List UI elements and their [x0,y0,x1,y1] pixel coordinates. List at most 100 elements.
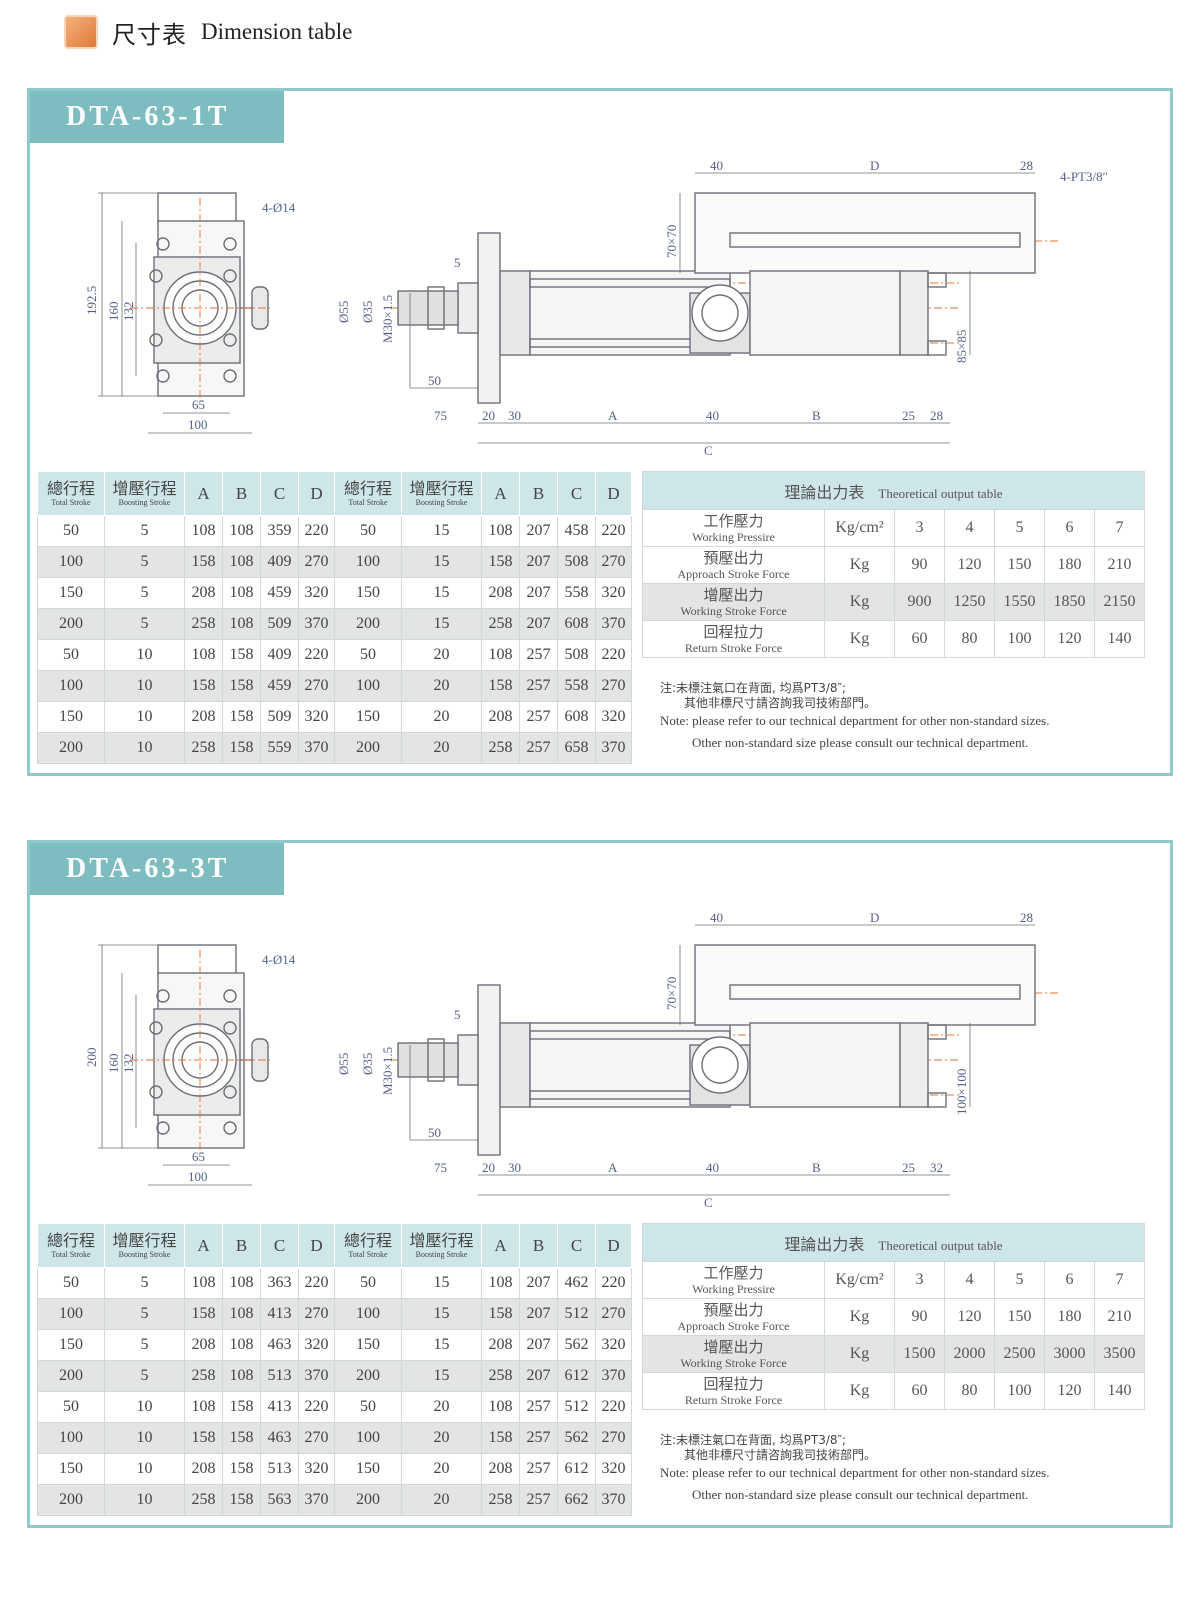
dim-50-label: 50 [428,373,441,388]
table-cell: 10 [104,701,185,733]
table-cell: 20 [401,732,482,764]
table-cell: 562 [557,1329,596,1361]
output-title-cn: 理論出力表 [784,1234,865,1254]
table-cell: 258 [184,608,223,640]
page-title-en: Dimension table [201,19,353,44]
table-cell: 50 [334,1391,402,1423]
table-cell: 15 [401,1298,482,1330]
table-cell: 370 [298,1484,335,1516]
dim-20-label: 20 [482,408,495,423]
approach-unit: Kg [824,546,895,584]
dim-25-label: 25 [902,1160,915,1175]
pressure-value: 6 [1044,1261,1095,1299]
table-cell: 100 [334,1298,402,1330]
table-cell: 108 [222,608,261,640]
return-value: 140 [1094,1372,1145,1410]
header-b: B [222,1223,261,1268]
table-cell: 462 [557,1267,596,1299]
pressure-unit: Kg/cm² [824,509,895,547]
dim-a-label: A [608,408,618,423]
return-value: 80 [944,1372,995,1410]
table-cell: 108 [222,1360,261,1392]
model-panel-dta-63-1t: DTA-63-1T [27,88,1173,776]
table-cell: 208 [184,1329,223,1361]
side-view [397,924,1036,1196]
table-cell: 15 [401,515,482,547]
return-value: 80 [944,620,995,658]
table-cell: 100 [37,546,105,578]
dim-160-label: 160 [106,302,121,322]
dim-c-label: C [704,1195,713,1210]
header-a: A [481,1223,520,1268]
table-cell: 658 [557,732,596,764]
output-title-cn: 理論出力表 [784,482,865,502]
table-cell: 5 [104,608,185,640]
approach-unit: Kg [824,1298,895,1336]
pressure-value: 4 [944,1261,995,1299]
table-cell: 370 [298,1360,335,1392]
pressure-value: 5 [994,509,1045,547]
table-cell: 258 [184,732,223,764]
dim-35-label: Ø35 [360,1053,375,1075]
table-cell: 108 [222,577,261,609]
table-cell: 363 [260,1267,299,1299]
table-cell: 207 [519,1267,558,1299]
table-cell: 150 [334,1329,402,1361]
table-cell: 320 [298,1329,335,1361]
table-cell: 150 [37,701,105,733]
table-cell: 108 [481,1267,520,1299]
table-cell: 108 [222,1329,261,1361]
table-cell: 270 [595,546,632,578]
dim-40-label: 40 [710,158,723,173]
return-unit: Kg [824,1372,895,1410]
model-name: DTA-63-3T [66,853,230,884]
table-cell: 370 [595,1484,632,1516]
approach-value: 120 [944,546,995,584]
dim-100-label: 100 [188,417,208,432]
table-cell: 108 [184,1267,223,1299]
table-cell: 100 [37,1422,105,1454]
dim-28-label: 28 [1020,158,1033,173]
return-value: 140 [1094,620,1145,658]
table-cell: 558 [557,670,596,702]
table-cell: 512 [557,1391,596,1423]
pressure-value: 7 [1094,509,1145,547]
table-cell: 158 [184,670,223,702]
table-cell: 158 [222,1391,261,1423]
table-cell: 270 [298,1422,335,1454]
table-cell: 257 [519,701,558,733]
table-cell: 413 [260,1298,299,1330]
note-cn-line1: 注:未標注氣口在背面, 均爲PT3/8″; [660,681,847,695]
working-value: 3500 [1094,1335,1145,1373]
table-cell: 220 [595,1267,632,1299]
front-view [98,192,269,434]
table-cell: 10 [104,732,185,764]
dim-square-label: 100×100 [954,1069,969,1115]
header-d: D [298,1223,335,1268]
table-cell: 320 [298,577,335,609]
working-value: 2000 [944,1335,995,1373]
approach-value: 150 [994,1298,1045,1336]
port-spec-label: 4-PT3/8″ [1060,169,1108,184]
table-cell: 459 [260,670,299,702]
dim-square-label: 85×85 [954,330,969,363]
table-cell: 200 [37,608,105,640]
table-cell: 509 [260,608,299,640]
table-cell: 158 [222,701,261,733]
table-cell: 15 [401,1267,482,1299]
header-c: C [260,471,299,516]
header-b: B [519,471,558,516]
header-a: A [184,1223,223,1268]
